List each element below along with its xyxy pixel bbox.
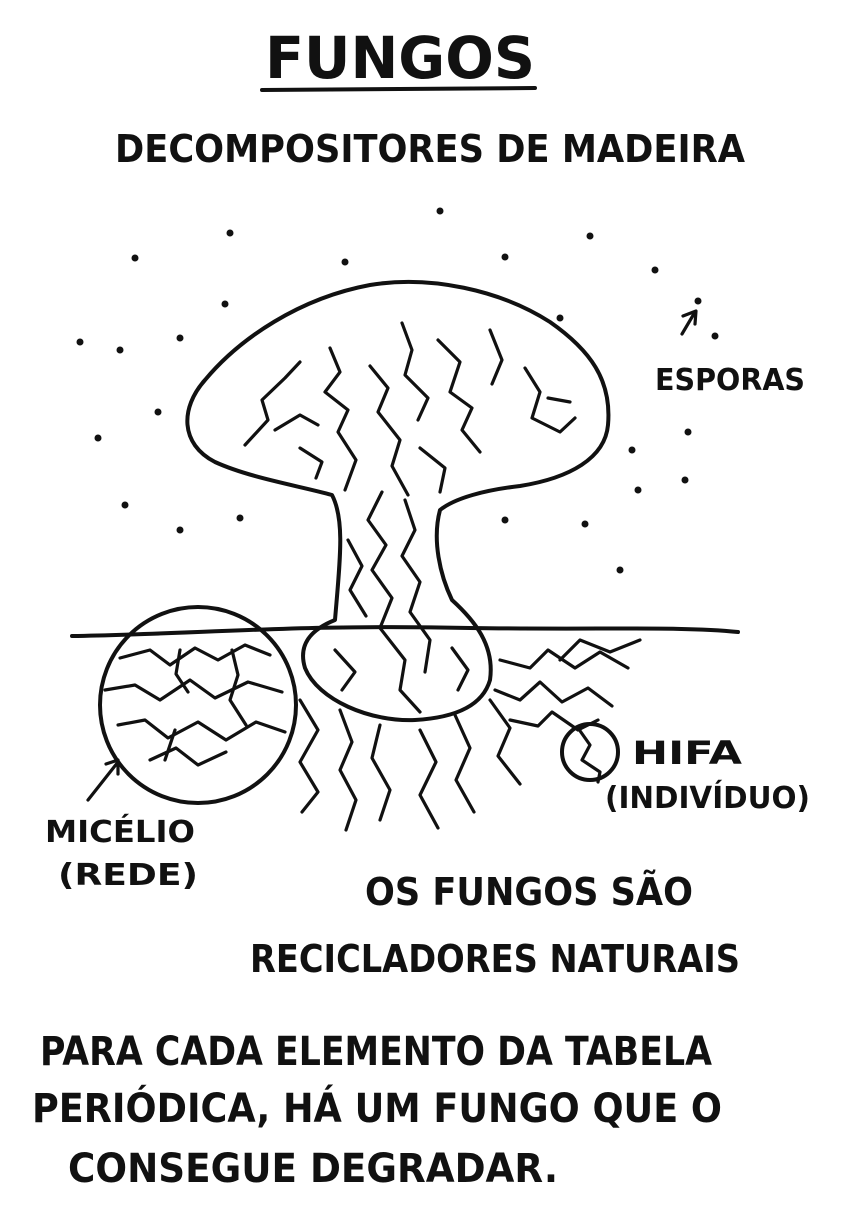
fact-line-1: PARA CADA ELEMENTO DA TABELA	[40, 1029, 712, 1075]
mushroom-outline	[185, 279, 611, 723]
statement-line-2: RECICLADORES NATURAIS	[250, 937, 740, 981]
ground-line	[70, 625, 740, 638]
mycelium-arrow	[86, 758, 120, 802]
underground-hyphae	[298, 638, 642, 832]
mycelium-label-sub: (REDE)	[58, 858, 198, 893]
hypha-strand	[576, 726, 602, 784]
statement-line-1: OS FUNGOS SÃO	[365, 870, 693, 914]
spores-dots	[76, 207, 719, 574]
mycelium-label: MICÉLIO	[45, 814, 195, 850]
hypha-circle	[560, 722, 620, 782]
spores-label: ESPORAS	[655, 363, 805, 398]
mycelium-circle	[98, 605, 298, 805]
hypha-label: HIFA	[632, 734, 742, 772]
hypha-label-sub: (INDIVÍDUO)	[605, 780, 810, 816]
spores-arrow	[680, 309, 698, 336]
page-title: FUNGOS	[265, 24, 535, 92]
title-underline	[260, 86, 537, 92]
fact-line-2: PERIÓDICA, HÁ UM FUNGO QUE O	[32, 1084, 722, 1132]
mycelium-network	[103, 643, 287, 767]
page-subtitle: DECOMPOSITORES DE MADEIRA	[115, 127, 746, 171]
fact-line-3: CONSEGUE DEGRADAR.	[68, 1146, 558, 1192]
mushroom-hyphae	[243, 321, 577, 714]
